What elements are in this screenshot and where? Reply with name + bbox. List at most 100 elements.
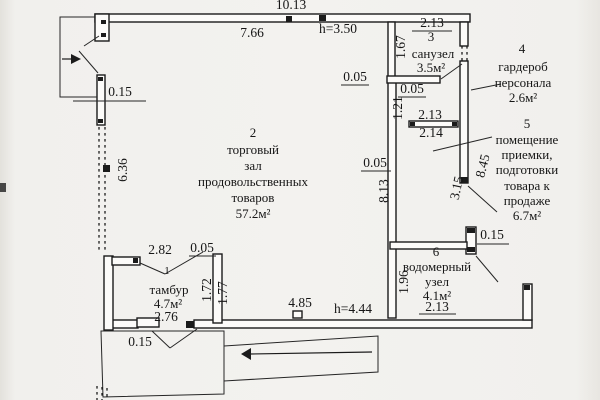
wall-end-cap bbox=[101, 33, 106, 37]
wall-se-corner bbox=[522, 283, 533, 321]
room-tambur-name: тамбур bbox=[150, 282, 189, 297]
door-swing-se bbox=[475, 255, 499, 283]
room-sanuzel-name: санузел bbox=[412, 46, 455, 61]
room-sanuzel-number: 3 bbox=[428, 29, 435, 44]
room-priemka-name-line-2: приемки, bbox=[502, 147, 553, 162]
wall-bottom bbox=[193, 319, 533, 329]
porch-outline bbox=[100, 330, 225, 398]
room-garderob-number: 4 bbox=[519, 41, 526, 56]
wall-end-cap bbox=[461, 177, 468, 183]
porch-steps-hatch bbox=[96, 386, 108, 400]
exterior-walls bbox=[94, 13, 533, 329]
dim-room4-depth: 1.21 bbox=[390, 96, 405, 120]
dim-sanuzel-width: 2.13 bbox=[420, 15, 444, 30]
dim-room4-width-outer: 2.14 bbox=[419, 125, 443, 140]
dim-left-wall-thk: 0.15 bbox=[108, 84, 132, 99]
room-priemka-name-line-5: продаже bbox=[504, 193, 551, 208]
dim-right-wall-thk: 0.15 bbox=[480, 227, 504, 242]
leader-priemka-a bbox=[432, 136, 493, 152]
dim-left-window-len: 6.36 bbox=[115, 158, 130, 182]
room-labels: 1 тамбур 4.7м² 2 торговый зал продовольс… bbox=[150, 29, 559, 311]
room-hall-name-line-4: товаров bbox=[232, 190, 275, 205]
leader-tambur-a bbox=[139, 262, 166, 275]
leader-priemka-b bbox=[467, 185, 498, 213]
wall-end-cap bbox=[467, 247, 475, 252]
wall-end-cap bbox=[98, 77, 103, 81]
room-garderob-name-line-2: персонала bbox=[495, 75, 552, 90]
dim-tambur-bottom-width: 2.76 bbox=[154, 309, 178, 324]
dimension-labels: 10.13 7.66 h=3.50 2.13 1.67 0.05 0.05 1.… bbox=[108, 0, 504, 349]
room-sanuzel-area: 3.5м² bbox=[417, 60, 445, 75]
room-priemka-name-line-1: помещение bbox=[496, 132, 559, 147]
leader-porch-b bbox=[169, 328, 198, 349]
entrance-arrow-head bbox=[71, 54, 81, 64]
dim-sanuzel-depth: 1.67 bbox=[393, 35, 408, 59]
dim-inner-wall-thk: 0.05 bbox=[363, 155, 387, 170]
dim-tambur-bottom-thk: 0.15 bbox=[128, 334, 152, 349]
wall-room4-bottom bbox=[408, 120, 459, 128]
wall-tambur-left bbox=[103, 255, 114, 331]
room-hall-number: 2 bbox=[250, 125, 257, 140]
dim-wall-a: 0.05 bbox=[343, 69, 367, 84]
window-right bbox=[461, 46, 468, 61]
wall-end-cap bbox=[452, 122, 457, 126]
dim-bottom-span: 4.85 bbox=[288, 295, 312, 310]
direction-arrows bbox=[62, 54, 373, 360]
dim-height-hall: h=4.44 bbox=[334, 301, 372, 316]
ramp-arrow-shaft bbox=[249, 351, 373, 355]
leader-garderob bbox=[470, 83, 502, 91]
wall-left-upper bbox=[96, 74, 106, 126]
annotations-lines bbox=[59, 16, 509, 349]
dim-vodomer-width: 2.13 bbox=[425, 299, 449, 314]
door-swing-sanuzel bbox=[440, 63, 463, 80]
entrance-platform-outline bbox=[59, 16, 97, 98]
dim-tambur-depth-out: 1.77 bbox=[215, 281, 230, 305]
wall-end-cap bbox=[524, 285, 530, 290]
room-hall-name-line-3: продовольственных bbox=[198, 174, 308, 189]
dim-inner-wall-len: 8.13 bbox=[376, 179, 391, 203]
room-vodomer-number: 6 bbox=[433, 244, 440, 259]
window-showcase-left bbox=[98, 127, 106, 252]
dim-tambur-depth-in: 1.72 bbox=[199, 278, 214, 302]
wall-end-cap bbox=[186, 321, 195, 328]
room-priemka-name-line-3: подготовки bbox=[496, 162, 558, 177]
dim-room4-width: 2.13 bbox=[418, 107, 442, 122]
room-priemka-number: 5 bbox=[524, 116, 531, 131]
scan-artifact bbox=[0, 183, 6, 192]
wall-end-cap bbox=[133, 258, 138, 263]
ramp-outline bbox=[223, 335, 379, 382]
wall-r6-top bbox=[389, 241, 468, 250]
leader-porch-a bbox=[151, 330, 171, 349]
wall-end-cap bbox=[101, 20, 106, 24]
room-hall-name-line-2: зал bbox=[244, 158, 262, 173]
room-tambur-number: 1 bbox=[164, 265, 170, 277]
wall-right-mid bbox=[459, 60, 469, 184]
dim-tick bbox=[286, 16, 292, 22]
room-hall-name-line-1: торговый bbox=[227, 142, 279, 157]
room-vodomer-name-line-1: водомерный bbox=[403, 259, 471, 274]
dim-top-left: 7.66 bbox=[240, 25, 264, 40]
dim-tick-485 bbox=[292, 310, 303, 319]
leader-line bbox=[83, 35, 100, 47]
wall-right-top bbox=[459, 21, 469, 47]
wall-tambur-top bbox=[111, 256, 141, 266]
dim-tick bbox=[319, 15, 326, 21]
ramp-arrow-icon bbox=[241, 348, 373, 360]
wall-tambur-right bbox=[212, 253, 223, 324]
dim-vodomer-depth: 1.96 bbox=[396, 270, 411, 294]
wall-top bbox=[94, 13, 471, 23]
wall-sanuzel-bottom bbox=[386, 75, 441, 84]
dim-tambur-wall-thk: 0.05 bbox=[190, 240, 214, 255]
door-threshold bbox=[136, 317, 160, 328]
room-priemka-name-line-4: товара к bbox=[504, 178, 550, 193]
wall-r6-right bbox=[465, 226, 477, 255]
room-garderob-name-line-1: гардероб bbox=[498, 59, 548, 74]
dim-height-main: h=3.50 bbox=[319, 21, 357, 36]
dim-wall-b: 0.05 bbox=[400, 81, 424, 96]
room-priemka-area: 6.7м² bbox=[513, 208, 541, 223]
interior-walls bbox=[103, 21, 468, 331]
wall-end-cap bbox=[410, 122, 415, 126]
outside-structures bbox=[96, 330, 379, 400]
